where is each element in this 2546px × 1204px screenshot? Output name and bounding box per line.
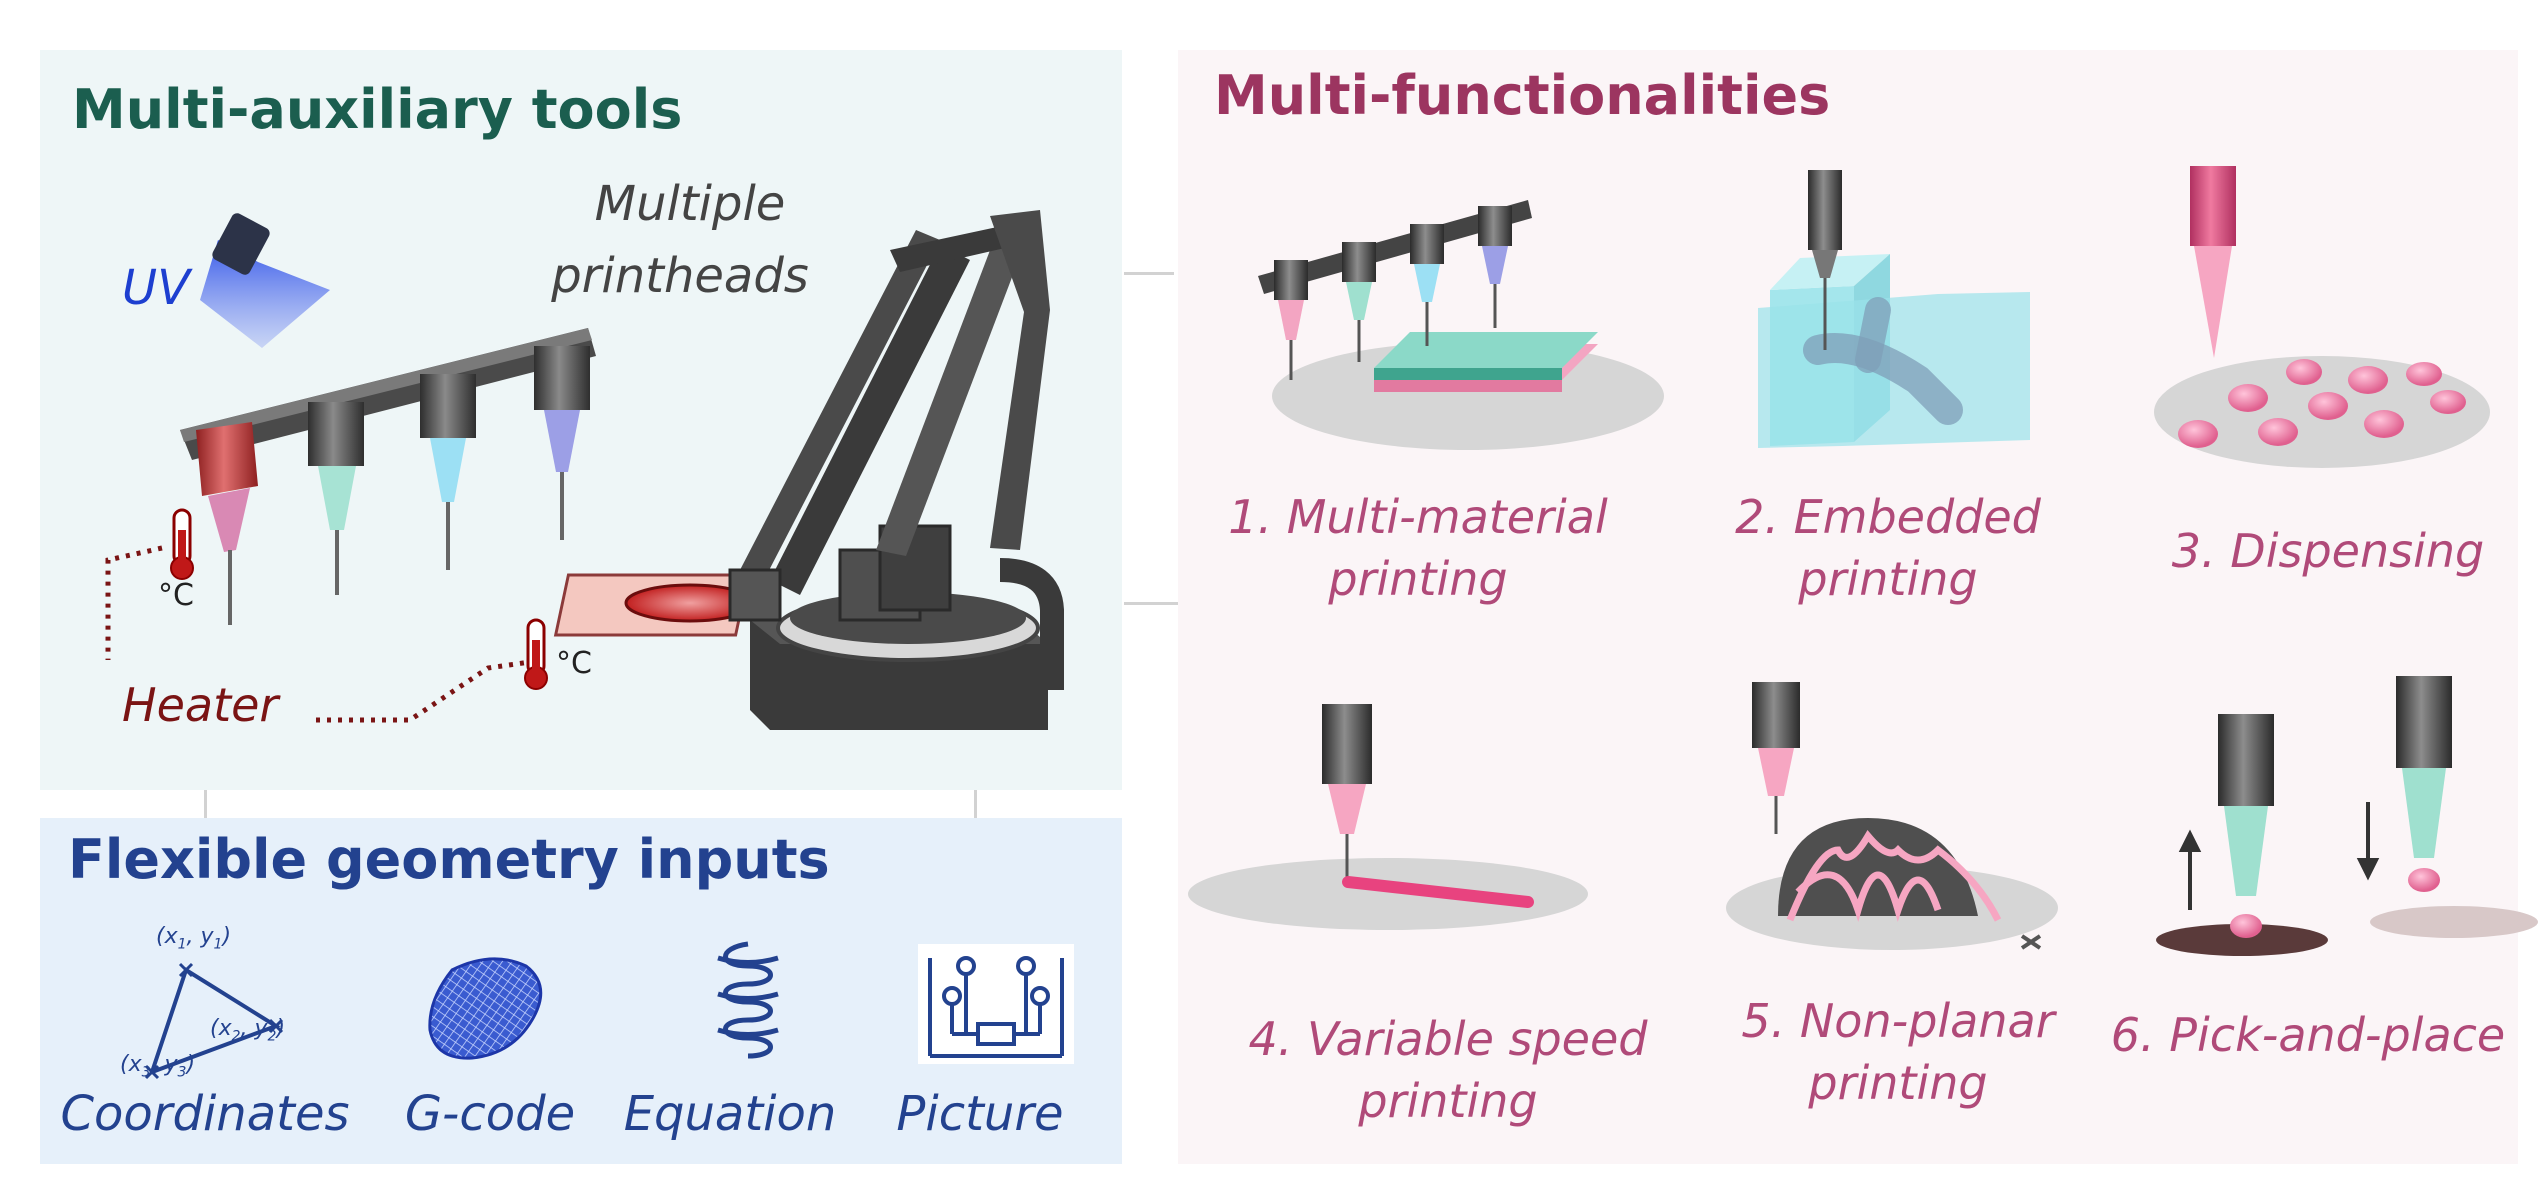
printhead-red (196, 422, 258, 625)
celsius-label-2: °C (556, 646, 592, 681)
functions-title: Multi-functionalities (1214, 64, 1831, 127)
geometry-title: Flexible geometry inputs (68, 828, 830, 891)
rotate-arrows-icon (2020, 934, 2042, 950)
geometry-label-equation: Equation (623, 1086, 837, 1142)
geometry-label-picture: Picture (896, 1086, 1064, 1142)
heated-bed (553, 573, 756, 637)
function-label-6: 6. Pick-and-place (2110, 1008, 2506, 1062)
connector-line-4 (974, 790, 977, 818)
thermometer-icon-2 (524, 618, 548, 690)
up-arrow-icon (2178, 829, 2202, 910)
non-planar-illustration (1726, 682, 2058, 950)
connector-line-3 (204, 790, 207, 818)
coord-label-3: (x3, y3) (120, 1052, 196, 1081)
function-label-3: 3. Dispensing (2171, 524, 2485, 578)
functions-illustrations (1188, 166, 2538, 956)
geometry-label-gcode: G-code (404, 1086, 576, 1142)
tools-illustration (105, 210, 1064, 730)
robot-arm-icon (728, 210, 1064, 730)
embedded-printing-illustration (1758, 170, 2030, 448)
geometry-label-coordinates: Coordinates (60, 1086, 350, 1142)
thermometer-icon-1 (170, 508, 194, 580)
uv-lamp-icon (200, 213, 330, 348)
printheads-label-line2: printheads (551, 248, 809, 304)
circuit-picture-icon (918, 944, 1074, 1064)
connector-line-1 (1124, 272, 1174, 275)
connector-line-2 (1124, 602, 1198, 605)
variable-speed-illustration (1188, 704, 1588, 930)
dispensing-illustration (2154, 166, 2490, 468)
pick-and-place-illustration (2156, 676, 2538, 956)
coord-label-1: (x1, y1) (156, 924, 232, 953)
helix-icon (717, 941, 779, 1059)
multi-material-illustration (1258, 200, 1664, 450)
geometry-inputs-panel: Flexible geometry inputs (x1, y1) (x2, y… (40, 818, 1122, 1164)
auxiliary-tools-panel: Multi-auxiliary tools (40, 50, 1122, 790)
printhead-cyan (420, 374, 476, 570)
down-arrow-icon (2356, 802, 2380, 881)
printhead-violet (534, 346, 590, 540)
celsius-label-1: °C (158, 578, 194, 613)
heater-label: Heater (122, 678, 279, 732)
multi-functionalities-panel: Multi-functionalities (1178, 50, 2538, 1164)
printheads-label-line1: Multiple (594, 176, 786, 232)
printhead-teal (308, 402, 364, 595)
mesh-blob-icon (428, 957, 543, 1060)
coord-label-2: (x2, y2) (210, 1016, 286, 1045)
tools-title: Multi-auxiliary tools (72, 78, 683, 141)
uv-label: UV (122, 260, 190, 316)
triangle-coordinates-icon (144, 962, 284, 1080)
